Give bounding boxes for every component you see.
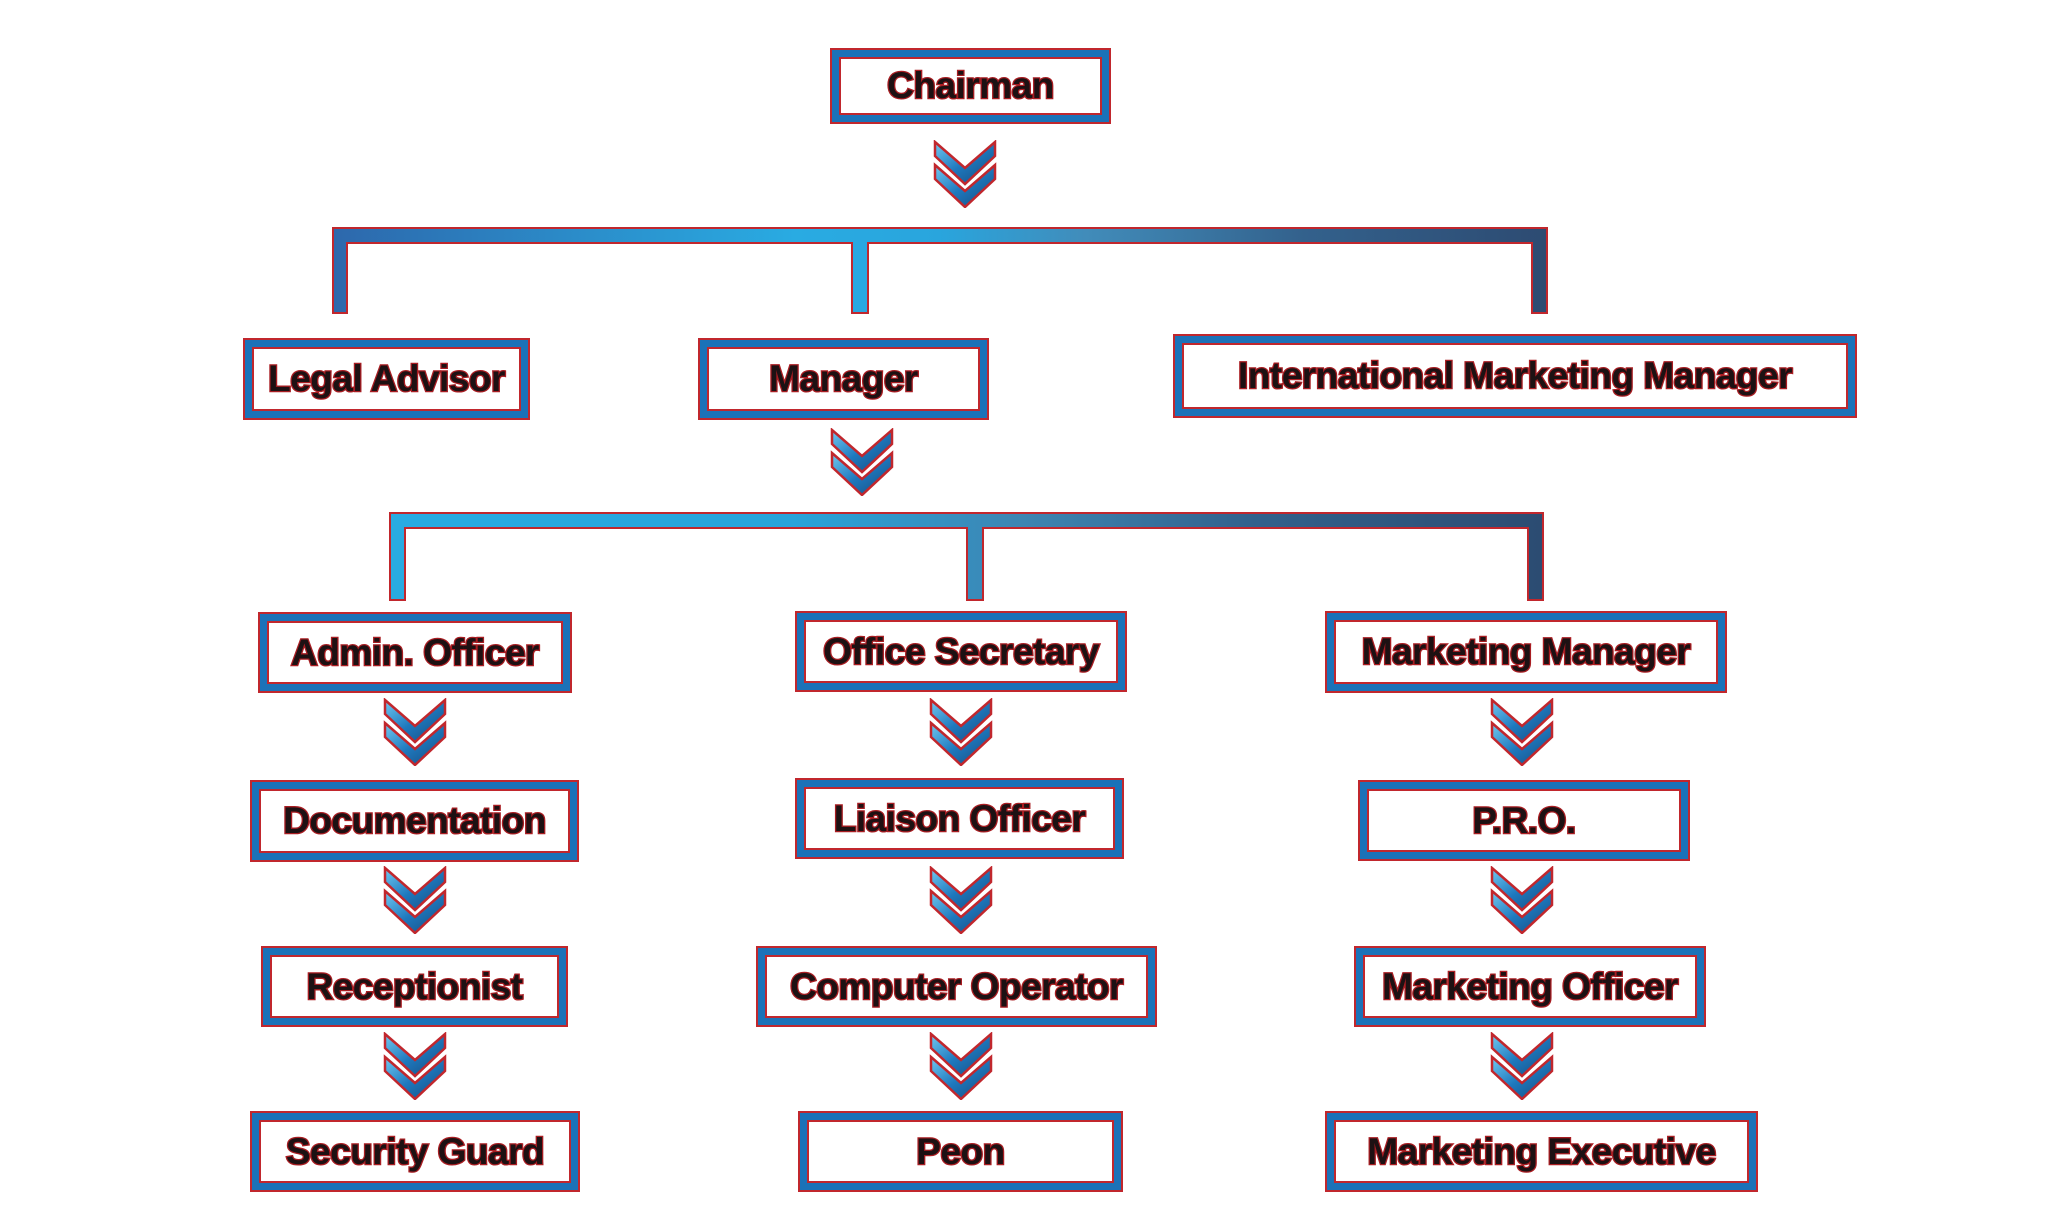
connector-level2 bbox=[389, 512, 1544, 601]
arrow-down-icon bbox=[929, 866, 993, 934]
node-pro: P.R.O. bbox=[1360, 782, 1688, 859]
arrow-down-icon bbox=[929, 698, 993, 766]
arrow-down-icon bbox=[383, 1032, 447, 1100]
node-peon: Peon bbox=[800, 1113, 1121, 1190]
node-chairman: Chairman bbox=[832, 50, 1109, 122]
connector-level1 bbox=[332, 227, 1548, 314]
node-security-guard: Security Guard bbox=[252, 1113, 578, 1190]
node-liaison-officer: Liaison Officer bbox=[797, 780, 1122, 857]
arrow-down-icon bbox=[1490, 866, 1554, 934]
node-legal-advisor: Legal Advisor bbox=[245, 340, 528, 418]
node-admin-officer: Admin. Officer bbox=[260, 614, 570, 691]
node-marketing-officer: Marketing Officer bbox=[1356, 948, 1704, 1025]
node-documentation: Documentation bbox=[252, 782, 577, 860]
node-international-marketing-manager: International Marketing Manager bbox=[1175, 336, 1855, 416]
node-marketing-manager: Marketing Manager bbox=[1327, 613, 1725, 691]
arrow-down-icon bbox=[1490, 1032, 1554, 1100]
arrow-down-icon bbox=[383, 866, 447, 934]
node-manager: Manager bbox=[700, 340, 987, 418]
arrow-down-icon bbox=[933, 140, 997, 208]
arrow-down-icon bbox=[929, 1032, 993, 1100]
node-marketing-executive: Marketing Executive bbox=[1327, 1113, 1756, 1190]
arrow-down-icon bbox=[383, 698, 447, 766]
arrow-down-icon bbox=[1490, 698, 1554, 766]
node-receptionist: Receptionist bbox=[263, 948, 566, 1025]
node-office-secretary: Office Secretary bbox=[797, 613, 1125, 690]
node-computer-operator: Computer Operator bbox=[758, 948, 1155, 1025]
arrow-down-icon bbox=[830, 428, 894, 496]
